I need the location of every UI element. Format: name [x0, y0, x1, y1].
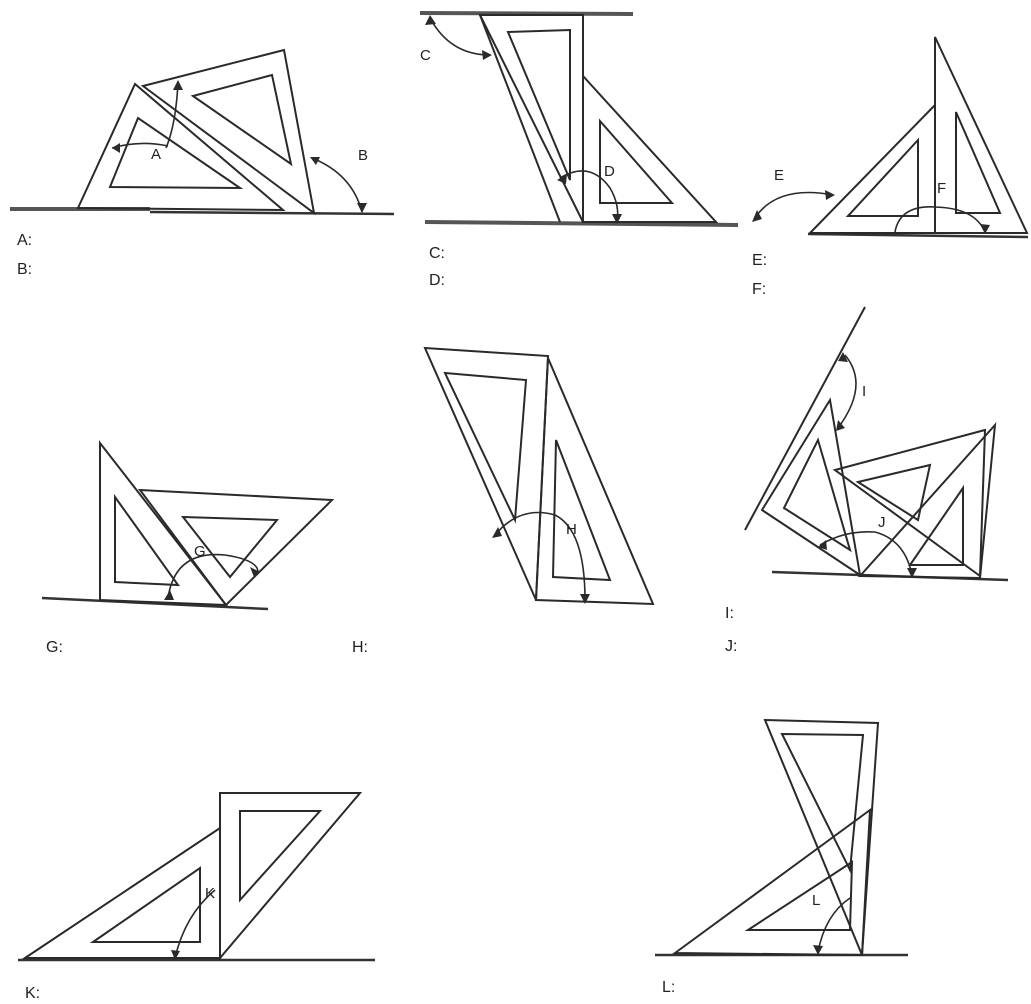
- triangle-30-60: [534, 357, 655, 606]
- triangle-tall: [423, 346, 550, 601]
- answer-line: K:: [25, 985, 40, 1002]
- base-line: [41, 596, 269, 611]
- angle-k-arc: [174, 889, 216, 959]
- angle-label: F: [937, 180, 946, 197]
- diagram-cd: C D C: D:: [419, 11, 739, 289]
- angle-label: J: [878, 514, 886, 531]
- triangle-30-60: [671, 807, 872, 957]
- angle-label: G: [194, 543, 206, 560]
- answer-line: B:: [17, 261, 32, 278]
- answer-line: F:: [752, 281, 766, 298]
- answer-line: A:: [17, 232, 32, 249]
- triangle-45: [219, 792, 363, 961]
- extension-line: [744, 306, 866, 531]
- angle-d-arc: [559, 170, 619, 223]
- angle-l-arc: [817, 897, 851, 953]
- triangle-30-60: [76, 82, 286, 212]
- triangle-30-60: [760, 397, 862, 578]
- triangle-30-60: [137, 488, 335, 607]
- angle-label: L: [812, 892, 820, 909]
- angle-i-arc: [837, 354, 857, 429]
- angle-label: D: [604, 163, 615, 180]
- angle-label: A: [151, 146, 161, 163]
- diagram-g: G G:: [41, 440, 335, 656]
- angle-label: B: [358, 147, 368, 164]
- triangle-tall: [763, 718, 880, 956]
- base-line: [424, 220, 739, 227]
- diagram-l: L L:: [655, 718, 908, 996]
- base-line: [419, 11, 634, 16]
- triangle-45-front: [857, 422, 997, 580]
- angle-e-arc: [756, 191, 834, 216]
- angle-label: I: [862, 383, 866, 400]
- answer-line: I:: [725, 605, 734, 622]
- triangle-tall: [478, 14, 584, 223]
- answer-line: J:: [725, 638, 737, 655]
- triangle-45: [140, 48, 316, 216]
- answer-line: L:: [662, 979, 675, 996]
- base-line: [149, 210, 395, 216]
- angle-label: K: [205, 885, 215, 902]
- base-line: [807, 232, 1029, 239]
- triangle-45: [582, 73, 719, 223]
- angle-label: C: [420, 47, 431, 64]
- angle-label: E: [774, 167, 784, 184]
- diagram-ef: E F E: F:: [752, 36, 1029, 298]
- diagram-ij: I J I: J:: [725, 306, 1009, 655]
- angle-c-arc: [429, 17, 491, 56]
- triangle-45: [807, 102, 936, 234]
- diagram-ab: A B A: B:: [10, 48, 395, 278]
- triangle-30-60: [934, 36, 1029, 234]
- diagram-h: H H:: [352, 346, 655, 656]
- triangle-30-60: [21, 826, 221, 959]
- triangle-45: [99, 440, 229, 607]
- answer-line: E:: [752, 252, 767, 269]
- answer-line: C:: [429, 245, 445, 262]
- angle-label: H: [566, 521, 577, 538]
- angle-b-arc: [311, 157, 363, 213]
- angle-h-arc: [494, 511, 586, 601]
- angle-f-arc: [894, 206, 986, 233]
- angle-j-arc: [819, 530, 913, 576]
- answer-line: H:: [352, 639, 368, 656]
- angle-g-arc: [167, 553, 259, 599]
- diagram-k: K K:: [18, 792, 375, 1002]
- answer-line: G:: [46, 639, 63, 656]
- answer-line: D:: [429, 272, 445, 289]
